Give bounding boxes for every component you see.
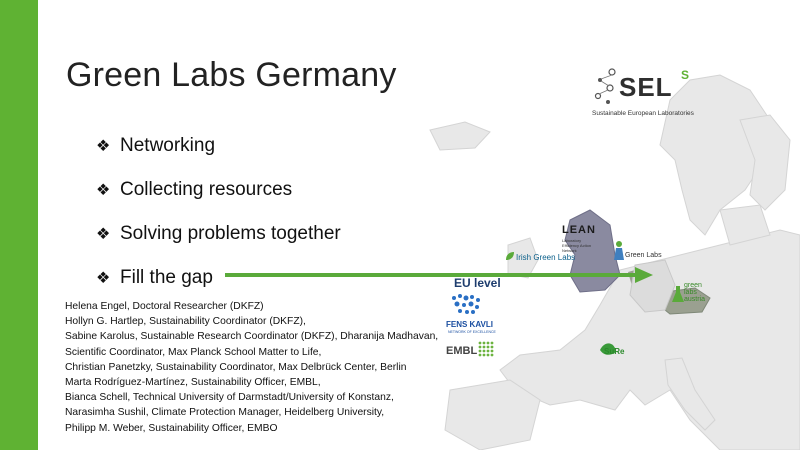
fens-kavli-logo-icon: [452, 294, 480, 314]
sels-superscript: S: [681, 68, 690, 82]
bullet-item: ❖ Networking: [96, 124, 416, 168]
irish-green-labs-icon: [506, 252, 514, 260]
bullet-item: ❖ Solving problems together: [96, 212, 416, 256]
green-labs-nl-label: Green Labs: [625, 252, 662, 259]
baltic-shape: [719, 204, 771, 246]
credit-line: Scientific Coordinator, Max Planck Schoo…: [65, 346, 322, 358]
bullet-list: ❖ Networking ❖ Collecting resources ❖ So…: [96, 124, 416, 300]
arrow-right-icon: [225, 267, 653, 283]
bullet-diamond-icon: ❖: [96, 226, 111, 243]
sels-logo-icon: [594, 68, 616, 104]
lean-logo: LEAN: [562, 224, 596, 236]
credit-line: Bianca Schell, Technical University of D…: [65, 392, 394, 404]
ireland-shape: [507, 237, 539, 279]
bullet-diamond-icon: ❖: [96, 270, 111, 287]
sels-wordmark: SEL: [619, 72, 673, 102]
bullet-diamond-icon: ❖: [96, 182, 111, 199]
bullet-text: Fill the gap: [120, 267, 213, 288]
italy-shape: [664, 357, 716, 431]
slide-title: Green Labs Germany: [66, 56, 397, 94]
iberia-shape: [444, 379, 541, 450]
green-labs-austria-label: green labs austria: [684, 282, 706, 303]
bullet-item: ❖ Collecting resources: [96, 168, 416, 212]
finland-shape: [739, 114, 791, 211]
credit-line: Marta Rodríguez-Martínez, Sustainability…: [65, 377, 321, 389]
embl-logo-icon: [478, 341, 494, 357]
bullet-diamond-icon: ❖: [96, 138, 111, 155]
iceland-shape: [429, 121, 491, 151]
scandinavia-shape: [659, 74, 771, 236]
embl-label: EMBL: [446, 345, 478, 357]
uk-highlight: [564, 209, 621, 293]
green-labs-logo-icon: [614, 241, 624, 260]
bullet-text: Collecting resources: [120, 179, 293, 200]
fens-kavli-label: FENS KAVLI: [446, 320, 493, 329]
green-labs-austria-icon: [672, 286, 684, 302]
bullet-text: Networking: [120, 135, 216, 156]
credits-block: Helena Engel, Doctoral Researcher (DKFZ)…: [65, 299, 445, 436]
bullet-text: Solving problems together: [120, 223, 341, 244]
credit-line: Philipp M. Weber, Sustainability Officer…: [65, 422, 278, 434]
fens-kavli-subtitle: NETWORK OF EXCELLENCE: [448, 330, 496, 334]
sure-leaf-icon: [600, 343, 616, 355]
lean-subtitle: Laboratory Efficiency Action Network: [562, 238, 592, 253]
bullet-item: ❖ Fill the gap: [96, 256, 416, 300]
credit-line: Sabine Karolus, Sustainable Research Coo…: [65, 331, 439, 343]
irish-green-labs-label: Irish Green Labs: [516, 253, 576, 262]
accent-bar: [0, 0, 38, 450]
sels-logo: SEL S Sustainable European Laboratories: [592, 62, 782, 124]
credit-line: Helena Engel, Doctoral Researcher (DKFZ): [65, 301, 264, 312]
credit-line: Christian Panetzky, Sustainability Coord…: [65, 361, 407, 373]
eu-level-label: EU level: [454, 276, 501, 290]
sels-subtitle: Sustainable European Laboratories: [592, 110, 694, 117]
sure-label: SuRe: [604, 347, 625, 356]
credit-line: Narasimha Sushil, Climate Protection Man…: [65, 407, 385, 419]
credit-line: Hollyn G. Hartlep, Sustainability Coordi…: [65, 316, 306, 328]
